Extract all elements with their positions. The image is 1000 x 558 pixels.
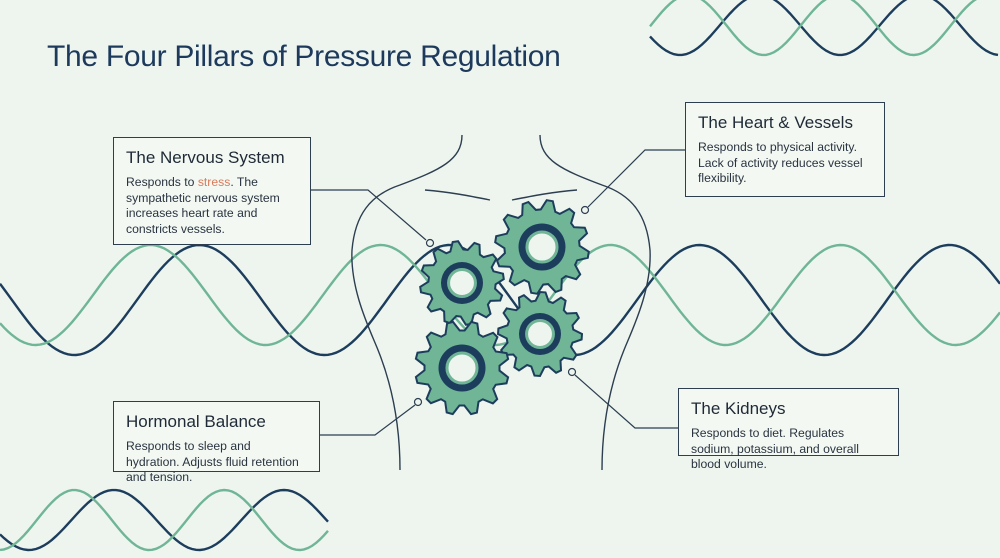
heart-vessels-card: The Heart & Vessels Responds to physical… xyxy=(685,102,885,197)
gear-icon xyxy=(419,240,505,326)
card-title: The Kidneys xyxy=(691,399,786,418)
kidneys-card: The Kidneys Responds to diet. Regulates … xyxy=(678,388,899,471)
card-title: The Nervous System xyxy=(126,148,285,167)
wave-green-bottom xyxy=(0,488,329,552)
wave-green-top xyxy=(649,0,977,57)
wave-green xyxy=(0,243,1000,347)
wave-navy-bottom xyxy=(0,488,329,552)
nervous-system-card: The Nervous System Responds to stress. T… xyxy=(113,137,311,245)
wave-navy-top xyxy=(649,0,999,57)
gear-icon xyxy=(496,290,584,378)
gear-icon xyxy=(494,199,590,295)
card-description: Responds to sleep and hydration. Adjusts… xyxy=(126,439,299,484)
highlight-stress: stress xyxy=(197,175,231,189)
connectors xyxy=(311,149,685,436)
card-description: Responds to physical activity. Lack of a… xyxy=(698,140,863,185)
card-description: Responds to stress. The sympathetic nerv… xyxy=(126,175,280,236)
wave-navy xyxy=(0,243,1000,357)
page-title: The Four Pillars of Pressure Regulation xyxy=(47,40,561,73)
torso-outline xyxy=(351,134,651,471)
hormonal-balance-card: Hormonal Balance Responds to sleep and h… xyxy=(113,401,320,484)
card-title: Hormonal Balance xyxy=(126,412,266,431)
card-title: The Heart & Vessels xyxy=(698,113,853,132)
gear-icon xyxy=(414,320,510,416)
card-description: Responds to diet. Regulates sodium, pota… xyxy=(691,426,860,471)
